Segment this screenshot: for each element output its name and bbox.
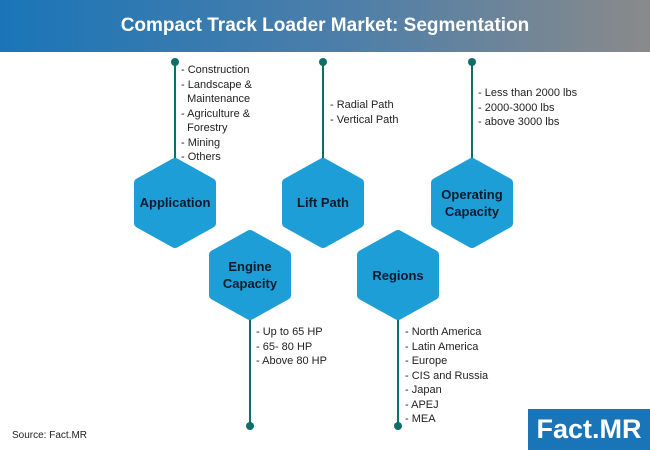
list-item: Maintenance (181, 93, 251, 105)
list-item: - APEJ (405, 398, 439, 411)
segment-items-lift-path: - Radial Path - Vertical Path (330, 98, 398, 127)
connector-dot-operating-capacity (468, 58, 476, 66)
segment-label-engine-capacity-line: Capacity (222, 276, 278, 291)
hexagon-regions (357, 230, 439, 320)
segment-label-engine-capacity: Engine Capacity (200, 258, 300, 292)
list-item: - 2000-3000 lbs (478, 101, 555, 114)
list-item: - above 3000 lbs (478, 116, 560, 128)
logo-text: Fact.MR (536, 414, 642, 444)
list-item: - North America (405, 326, 482, 338)
list-item: - Above 80 HP (256, 355, 327, 367)
list-item: Forestry (181, 122, 228, 134)
list-item: - Radial Path (330, 99, 394, 111)
segment-items-application: - Construction - Landscape & Maintenance… (181, 63, 252, 165)
list-item: - Japan (405, 384, 442, 396)
hexagon-lift-path (282, 158, 364, 248)
segment-label-operating-capacity-line: Operating (441, 187, 503, 202)
list-item: - Construction (181, 64, 250, 76)
factmr-logo: Fact.MR (528, 409, 650, 450)
list-item: - Others (181, 151, 221, 163)
segment-items-operating-capacity: - Less than 2000 lbs - 2000-3000 lbs - a… (478, 86, 577, 130)
segment-label-engine-capacity-line: Engine (228, 259, 272, 274)
list-item: - Latin America (405, 340, 479, 353)
connectors (171, 58, 476, 430)
connector-dot-application (171, 58, 179, 66)
connector-dot-engine-capacity (246, 422, 254, 430)
segment-label-regions: Regions (372, 268, 424, 283)
segment-label-application: Application (139, 195, 211, 210)
list-item: - Up to 65 HP (256, 326, 323, 338)
list-item: - Agriculture & (181, 107, 251, 120)
list-item: - 65- 80 HP (256, 340, 313, 353)
segment-items-engine-capacity: - Up to 65 HP - 65- 80 HP - Above 80 HP (256, 325, 327, 369)
diagram-title: Compact Track Loader Market: Segmentatio… (120, 15, 530, 36)
segment-items-regions: - North America - Latin America - Europe… (405, 325, 488, 427)
list-item: - MEA (405, 413, 436, 425)
hexagon-application (134, 158, 216, 248)
connector-dot-regions (394, 422, 402, 430)
segment-label-lift-path: Lift Path (297, 195, 349, 210)
source-note: Source: Fact.MR (12, 430, 88, 441)
list-item: - Less than 2000 lbs (478, 87, 578, 99)
list-item: - Vertical Path (330, 113, 399, 126)
hexagon-operating-capacity (431, 158, 513, 248)
segment-label-operating-capacity: Operating Capacity (422, 186, 522, 220)
segment-label-operating-capacity-line: Capacity (444, 204, 500, 219)
list-item: - Europe (405, 355, 448, 367)
connector-dot-lift-path (319, 58, 327, 66)
list-item: - Landscape & (181, 78, 252, 91)
list-item: - CIS and Russia (405, 369, 489, 382)
hexagon-engine-capacity (209, 230, 291, 320)
list-item: - Mining (181, 136, 221, 149)
header-banner: Compact Track Loader Market: Segmentatio… (0, 0, 650, 52)
